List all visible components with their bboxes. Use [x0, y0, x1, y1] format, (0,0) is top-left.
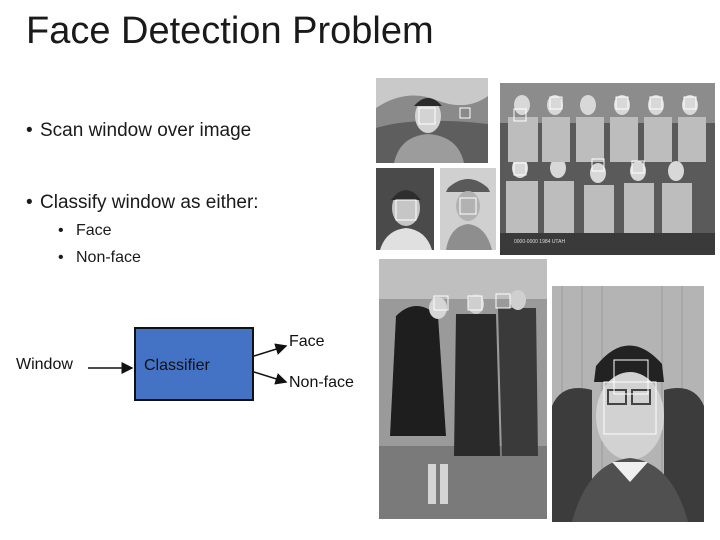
arrow-to-face [253, 343, 288, 357]
bullet-dot: • [26, 120, 33, 141]
classifier-label: Classifier [144, 357, 210, 374]
window-label: Window [16, 356, 73, 373]
diagram-arrows [88, 343, 288, 385]
bullet-text: Scan window over image [40, 120, 252, 141]
photo-group-walking [376, 256, 550, 522]
photo-man-with-glasses [552, 286, 704, 522]
face-output-label: Face [289, 333, 325, 350]
bullet-text: Classify window as either: [40, 192, 259, 213]
photo-team: 0000-0000 1984 UTAH [500, 83, 715, 255]
photo-young-man [376, 168, 434, 250]
sub-bullet-face: • Face [58, 222, 112, 240]
team-photo-caption: 0000-0000 1984 UTAH [514, 239, 565, 245]
bullet-scan-window: • Scan window over image [26, 120, 251, 142]
photo-man-with-cap [440, 168, 496, 250]
photo-man-outdoors [376, 78, 488, 163]
sub-bullet-text: Non-face [76, 249, 141, 266]
non-face-output-label: Non-face [289, 374, 354, 391]
bullet-dot: • [58, 249, 64, 266]
sub-bullet-non-face: • Non-face [58, 249, 141, 267]
bullet-dot: • [26, 192, 33, 213]
bullet-classify-window: • Classify window as either: [26, 192, 259, 214]
arrow-to-non-face [253, 371, 288, 385]
bullet-dot: • [58, 222, 64, 239]
classifier-box: Classifier [134, 327, 254, 401]
sub-bullet-text: Face [76, 222, 112, 239]
slide-title: Face Detection Problem [26, 10, 434, 52]
